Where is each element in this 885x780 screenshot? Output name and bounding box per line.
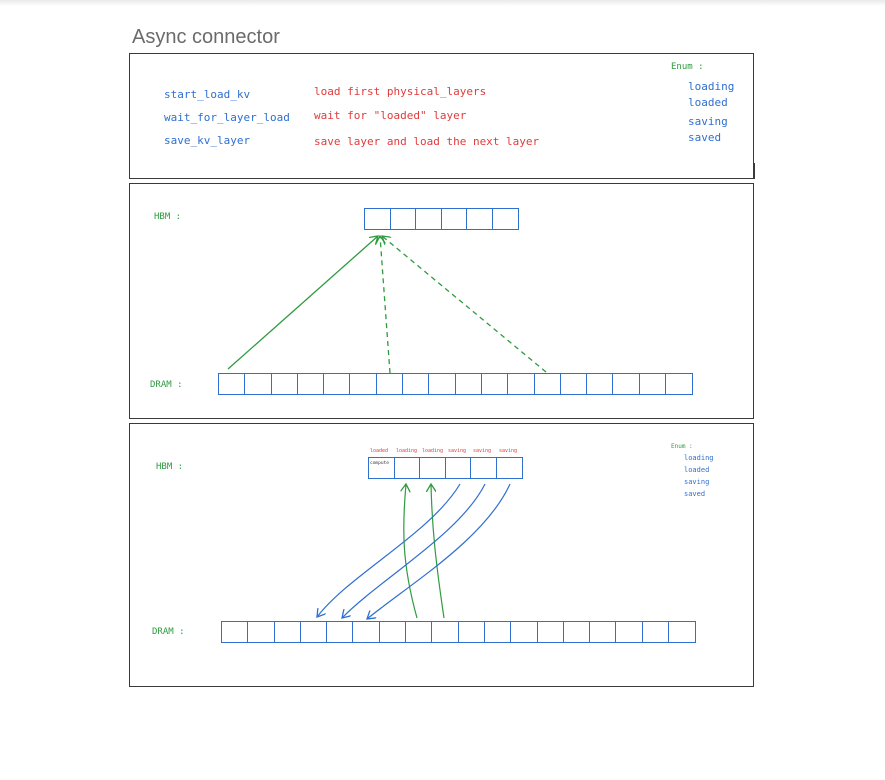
save-arrow-1 [317, 483, 461, 617]
load-arrow-dashed-2 [382, 236, 547, 373]
slot-state-label: saving [448, 448, 467, 454]
dram-label: DRAM : [152, 627, 185, 637]
enum-value-saved: saved [684, 490, 706, 498]
enum-value-loading: loading [688, 80, 735, 93]
enum-value-saved: saved [688, 131, 722, 144]
load-arrow-dashed-1 [380, 236, 391, 374]
buffer-slot [495, 457, 523, 479]
enum-value-saving: saving [684, 478, 710, 486]
buffer-slot [491, 208, 519, 230]
save-arrow-3 [367, 483, 511, 619]
async-arrows [130, 424, 511, 688]
function-desc-start-load-kv: load first physical_layers [314, 85, 487, 98]
load-arrows [227, 184, 547, 374]
hbm-label: HBM : [154, 212, 182, 222]
slot-state-label: loading [422, 448, 444, 454]
hbm-buffer: compute [368, 457, 523, 479]
load-arrow-1 [404, 484, 418, 619]
save-arrow-2 [342, 483, 486, 618]
buffer-slot [665, 373, 693, 395]
load-arrow-solid [227, 236, 378, 370]
load-diagram-panel: HBM : DRAM : [129, 183, 754, 419]
function-desc-wait-for-layer-load: wait for "loaded" layer [314, 109, 467, 122]
function-name-start-load-kv: start_load_kv [164, 88, 251, 101]
buffer-slot: compute [368, 457, 395, 479]
enum-value-saving: saving [688, 115, 728, 128]
slot-state-label: saving [499, 448, 518, 454]
edge-tick [753, 163, 755, 179]
enum-value-loaded: loaded [688, 96, 728, 109]
load-arrow-2 [431, 484, 445, 619]
enum-title: Enum : [671, 62, 704, 72]
hbm-label: HBM : [156, 462, 184, 472]
enum-value-loaded: loaded [684, 466, 710, 474]
dram-buffer [221, 621, 696, 643]
hbm-buffer [364, 208, 519, 230]
dram-label: DRAM : [150, 380, 183, 390]
slot-state-label: saving [473, 448, 492, 454]
async-diagram-panel: HBM : DRAM : loaded loading loading savi… [129, 423, 754, 687]
dram-buffer [218, 373, 693, 395]
slot-state-label: loaded [370, 448, 389, 454]
top-shade [0, 0, 885, 6]
compute-slot-label: compute [370, 461, 389, 466]
buffer-slot [668, 621, 696, 643]
enum-title: Enum : [671, 443, 693, 450]
slot-state-label: loading [396, 448, 418, 454]
page-title: Async connector [132, 26, 280, 48]
function-name-save-kv-layer: save_kv_layer [164, 134, 251, 147]
function-desc-save-kv-layer: save layer and load the next layer [314, 135, 540, 148]
enum-value-loading: loading [684, 454, 714, 462]
legend-panel: start_load_kv wait_for_layer_load save_k… [129, 53, 754, 179]
function-name-wait-for-layer-load: wait_for_layer_load [164, 111, 290, 124]
